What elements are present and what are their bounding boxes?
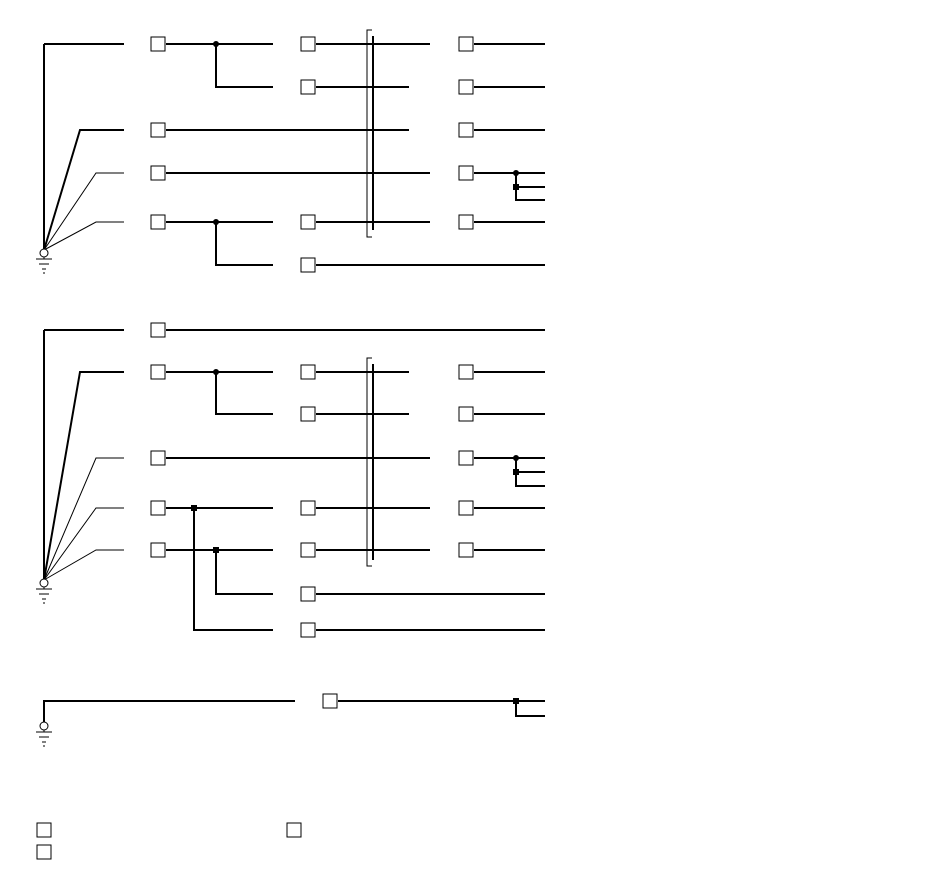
group-b-row-6 bbox=[166, 549, 273, 595]
connector-box bbox=[458, 214, 474, 230]
connector-box bbox=[300, 500, 316, 516]
connector-box bbox=[300, 79, 316, 95]
group-a-row-1 bbox=[166, 43, 273, 88]
connector-box bbox=[150, 364, 166, 380]
group-c-row-1 bbox=[338, 700, 545, 717]
connector-box bbox=[300, 406, 316, 422]
ground-icon bbox=[36, 721, 52, 747]
ground-icon bbox=[36, 248, 52, 274]
group-c-trunk bbox=[43, 700, 295, 722]
connector-box bbox=[458, 36, 474, 52]
legend-box bbox=[36, 844, 52, 860]
group-a-row-4-out bbox=[474, 172, 545, 201]
legend-box bbox=[286, 822, 302, 838]
group-b bbox=[36, 322, 545, 638]
group-b-bar-bracket bbox=[366, 357, 372, 567]
junction-dot bbox=[513, 170, 519, 176]
group-c bbox=[36, 693, 545, 747]
connector-box bbox=[150, 214, 166, 230]
connector-box bbox=[458, 165, 474, 181]
ground-icon bbox=[36, 578, 52, 604]
legend-box bbox=[36, 822, 52, 838]
junction-dot bbox=[213, 41, 219, 47]
connector-box bbox=[300, 257, 316, 273]
group-b-feed-5 bbox=[43, 549, 124, 581]
connector-box bbox=[300, 214, 316, 230]
group-a-trunk bbox=[43, 43, 124, 250]
connector-box bbox=[458, 542, 474, 558]
connector-box bbox=[300, 364, 316, 380]
connector-box bbox=[458, 364, 474, 380]
junction-dot bbox=[513, 698, 519, 704]
junction-dot bbox=[213, 547, 219, 553]
connector-box bbox=[150, 450, 166, 466]
connector-box bbox=[150, 165, 166, 181]
connector-box bbox=[458, 79, 474, 95]
group-a bbox=[36, 29, 545, 274]
connector-box bbox=[150, 122, 166, 138]
junction-dot bbox=[191, 505, 197, 511]
junction-dot bbox=[213, 369, 219, 375]
group-b-row-2 bbox=[166, 371, 273, 415]
connector-box bbox=[322, 693, 338, 709]
junction-dot bbox=[513, 184, 519, 190]
connector-box bbox=[458, 450, 474, 466]
connector-box bbox=[458, 406, 474, 422]
group-b-feed-4 bbox=[43, 507, 124, 581]
junction-dot bbox=[213, 219, 219, 225]
connector-box bbox=[300, 542, 316, 558]
junction-dot bbox=[513, 469, 519, 475]
connector-box bbox=[150, 500, 166, 516]
group-a-feed-2 bbox=[43, 129, 124, 251]
connector-box bbox=[300, 622, 316, 638]
group-a-feed-4 bbox=[43, 221, 124, 251]
connector-box bbox=[300, 36, 316, 52]
group-a-row-5 bbox=[166, 221, 273, 266]
group-b-feed-3 bbox=[43, 457, 124, 581]
legend bbox=[36, 822, 302, 860]
junction-dot bbox=[513, 455, 519, 461]
group-a-feed-3 bbox=[43, 172, 124, 251]
connector-box bbox=[150, 322, 166, 338]
group-b-row-5 bbox=[166, 507, 273, 631]
connector-box bbox=[150, 36, 166, 52]
connector-box bbox=[458, 500, 474, 516]
connector-box bbox=[458, 122, 474, 138]
group-b-feed-2 bbox=[43, 371, 124, 581]
connector-box bbox=[150, 542, 166, 558]
group-b-row-4-out bbox=[474, 457, 545, 487]
group-b-trunk bbox=[43, 329, 124, 580]
group-a-bar-bracket bbox=[366, 29, 372, 238]
connector-box bbox=[300, 586, 316, 602]
